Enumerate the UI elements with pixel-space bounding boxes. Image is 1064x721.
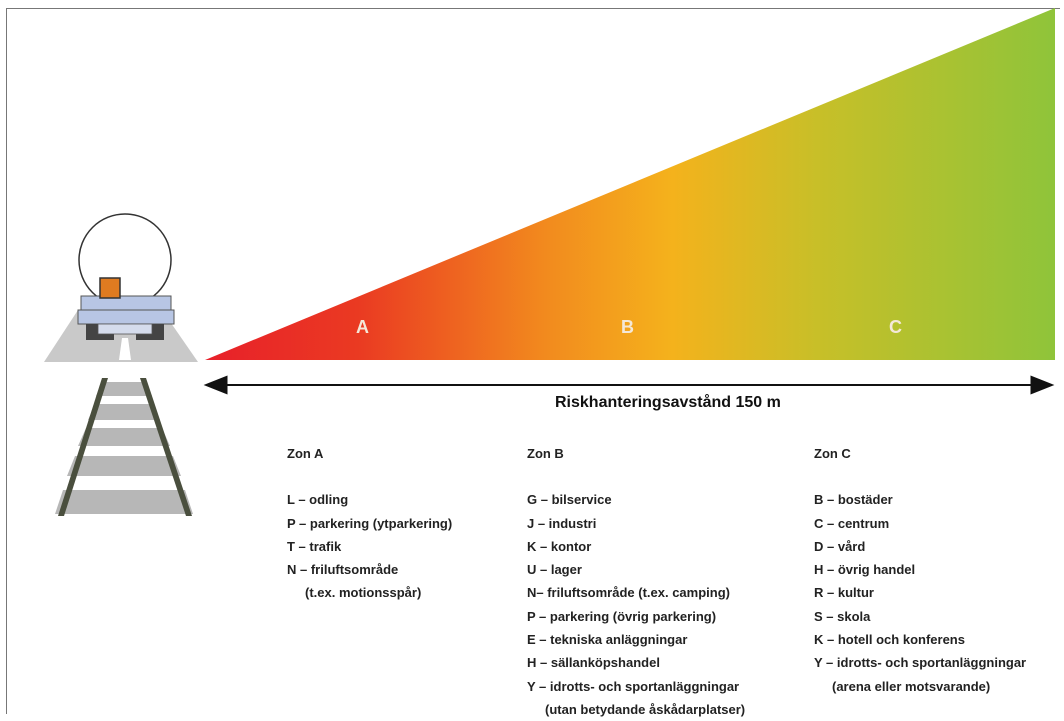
triangle-label-b: B [621, 317, 634, 337]
zone-b-item: Y – idrotts- och sportanläggningar [527, 678, 740, 694]
distance-label: Riskhanteringsavstånd 150 m [555, 394, 781, 411]
zone-a-item: T – trafik [287, 538, 342, 554]
zone-c-item: (arena eller motsvarande) [832, 678, 991, 694]
zone-b-item: G – bilservice [527, 492, 612, 508]
zone-b-item: K – kontor [527, 538, 592, 554]
zone-c-item: S – skola [814, 608, 871, 624]
risk-triangle [205, 8, 1055, 360]
triangle-label-c: C [889, 317, 902, 337]
diagram-frame [6, 8, 1060, 714]
zone-b-item: U – lager [527, 562, 582, 578]
zone-c-item: H – övrig handel [814, 562, 916, 578]
zone-c-item: D – vård [814, 538, 866, 554]
zone-b-item: (utan betydande åskådarplatser) [545, 701, 746, 717]
zone-b-list: Zon B G – bilservice J – industri K – ko… [527, 442, 745, 721]
zone-c-list: Zon C B – bostäder C – centrum D – vård … [814, 442, 1026, 698]
zone-c-title: Zon C [814, 446, 851, 461]
triangle-label-a: A [356, 317, 369, 337]
zone-b-item: H – sällanköpshandel [527, 655, 660, 671]
zone-c-item: Y – idrotts- och sportanläggningar [814, 655, 1027, 671]
zone-a-list: Zon A L – odling P – parkering (ytparker… [287, 442, 452, 605]
zone-b-item: N– friluftsområde (t.ex. camping) [527, 585, 730, 601]
zone-c-item: C – centrum [814, 515, 890, 531]
zone-c-item: K – hotell och konferens [814, 632, 965, 648]
zone-b-item: J – industri [527, 515, 597, 531]
zone-a-title: Zon A [287, 446, 324, 461]
zone-b-item: P – parkering (övrig parkering) [527, 608, 717, 624]
zone-b-title: Zon B [527, 446, 564, 461]
zone-c-item: B – bostäder [814, 492, 893, 508]
tanker-truck-icon [44, 213, 198, 362]
zone-c-item: R – kultur [814, 585, 874, 601]
zone-a-item: (t.ex. motionsspår) [305, 585, 422, 601]
zone-a-item: P – parkering (ytparkering) [287, 515, 453, 531]
zone-a-item: L – odling [287, 492, 349, 508]
railway-track-icon [55, 378, 193, 516]
zone-b-item: E – tekniska anläggningar [527, 632, 688, 648]
zone-a-item: N – friluftsområde [287, 562, 399, 578]
